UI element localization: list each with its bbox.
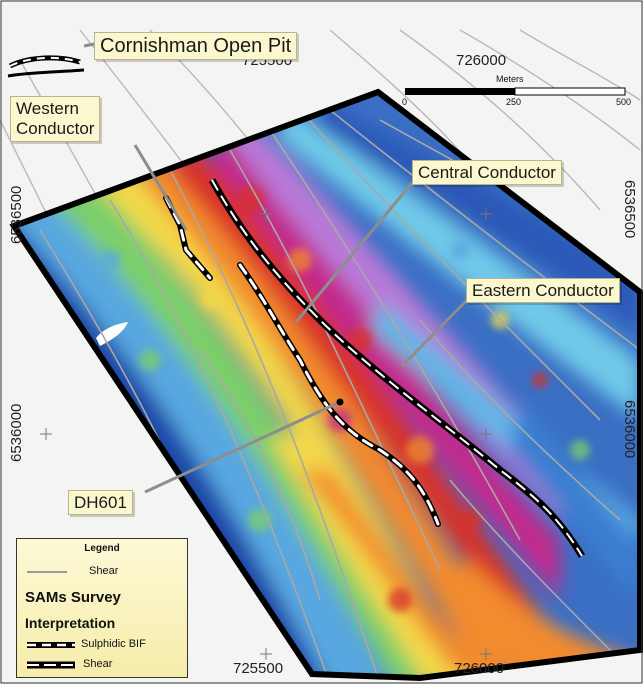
open-pit-outline	[7, 55, 85, 78]
scale-bar	[405, 87, 626, 96]
coord-y-left-2: 6536000	[8, 403, 25, 462]
scale-tick-0: 0	[402, 97, 408, 107]
western-label-line1: Western	[16, 99, 79, 118]
callout-central-conductor[interactable]: Central Conductor	[412, 160, 562, 185]
survey-outline	[9, 88, 643, 682]
scale-tick-500: 500	[616, 97, 632, 107]
sulphidic-bif-lines	[163, 195, 441, 527]
interpreted-shear-double	[208, 178, 585, 558]
legend-symbols	[27, 571, 75, 669]
legend-survey-title: SAMs Survey	[25, 589, 121, 606]
legend-shear-double-label: Shear	[83, 658, 113, 670]
legend-shear-label: Shear	[89, 565, 119, 577]
scale-tick-250: 250	[506, 97, 522, 107]
coord-x-top-2: 726000	[456, 52, 507, 69]
legend-sulphidic-bif-label: Sulphidic BIF	[81, 638, 146, 650]
coord-x-bottom-2: 726000	[454, 660, 505, 677]
coord-y-right-1: 6536500	[621, 180, 638, 239]
coord-y-left-1: 6536500	[8, 185, 25, 244]
legend-interpretation-title: Interpretation	[25, 615, 116, 631]
legend-title: Legend	[84, 543, 120, 554]
callout-western-conductor[interactable]: Western Conductor	[10, 96, 101, 142]
callout-dh601[interactable]: DH601	[68, 490, 133, 515]
callout-eastern-conductor[interactable]: Eastern Conductor	[466, 278, 620, 303]
coord-y-right-2: 6536000	[621, 400, 638, 459]
grid-crosses	[40, 208, 492, 660]
callout-cornishman-open-pit[interactable]: Cornishman Open Pit	[94, 32, 298, 60]
western-label-line2: Conductor	[16, 119, 95, 138]
dh601-point[interactable]	[336, 398, 344, 406]
legend-panel: Legend Shear SAMs Survey Interpretation …	[16, 538, 188, 678]
scale-unit: Meters	[496, 74, 524, 84]
coord-x-bottom-1: 725500	[233, 660, 284, 677]
callout-leaders	[83, 42, 469, 494]
